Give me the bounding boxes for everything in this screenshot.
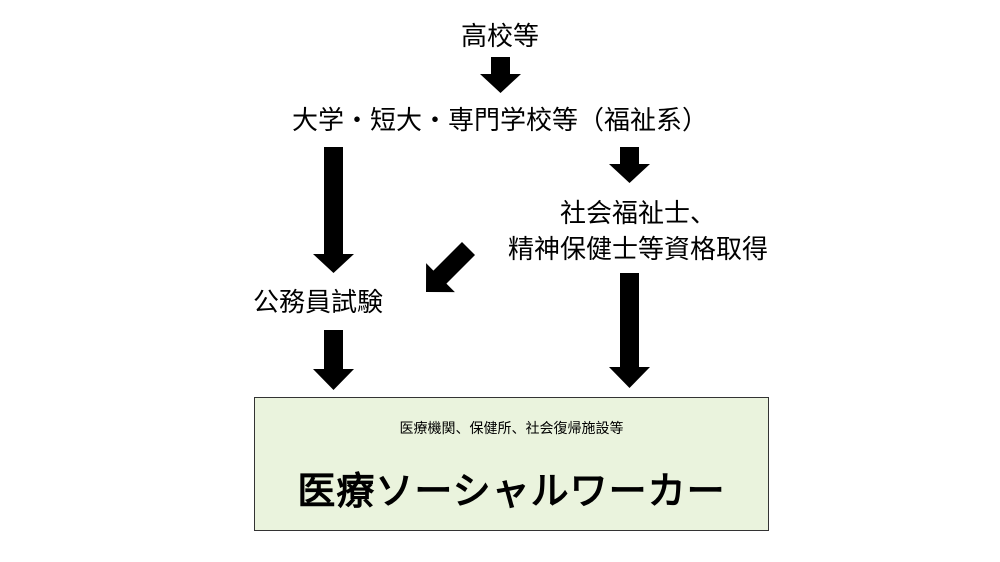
destination-title: 医療ソーシャルワーカー	[297, 469, 726, 513]
destination-box: 医療機関、保健所、社会復帰施設等 医療ソーシャルワーカー	[254, 397, 769, 531]
arrow-high-to-univ	[480, 57, 521, 93]
node-exam: 公務員試験	[253, 288, 384, 318]
node-high-school: 高校等	[460, 22, 539, 52]
node-qualification: 社会福祉士、 精神保健士等資格取得	[488, 196, 788, 268]
node-qualification-line1: 社会福祉士、	[559, 199, 716, 229]
arrow-exam-to-dest	[313, 330, 354, 390]
node-university: 大学・短大・専門学校等（福祉系）	[291, 106, 708, 136]
arrow-univ-to-exam	[313, 147, 354, 273]
arrow-qual-to-exam	[426, 242, 475, 293]
arrow-univ-to-qual	[609, 147, 650, 183]
node-qualification-line2: 精神保健士等資格取得	[507, 235, 768, 265]
destination-caption: 医療機関、保健所、社会復帰施設等	[399, 421, 624, 437]
arrow-qual-to-dest	[609, 273, 650, 388]
